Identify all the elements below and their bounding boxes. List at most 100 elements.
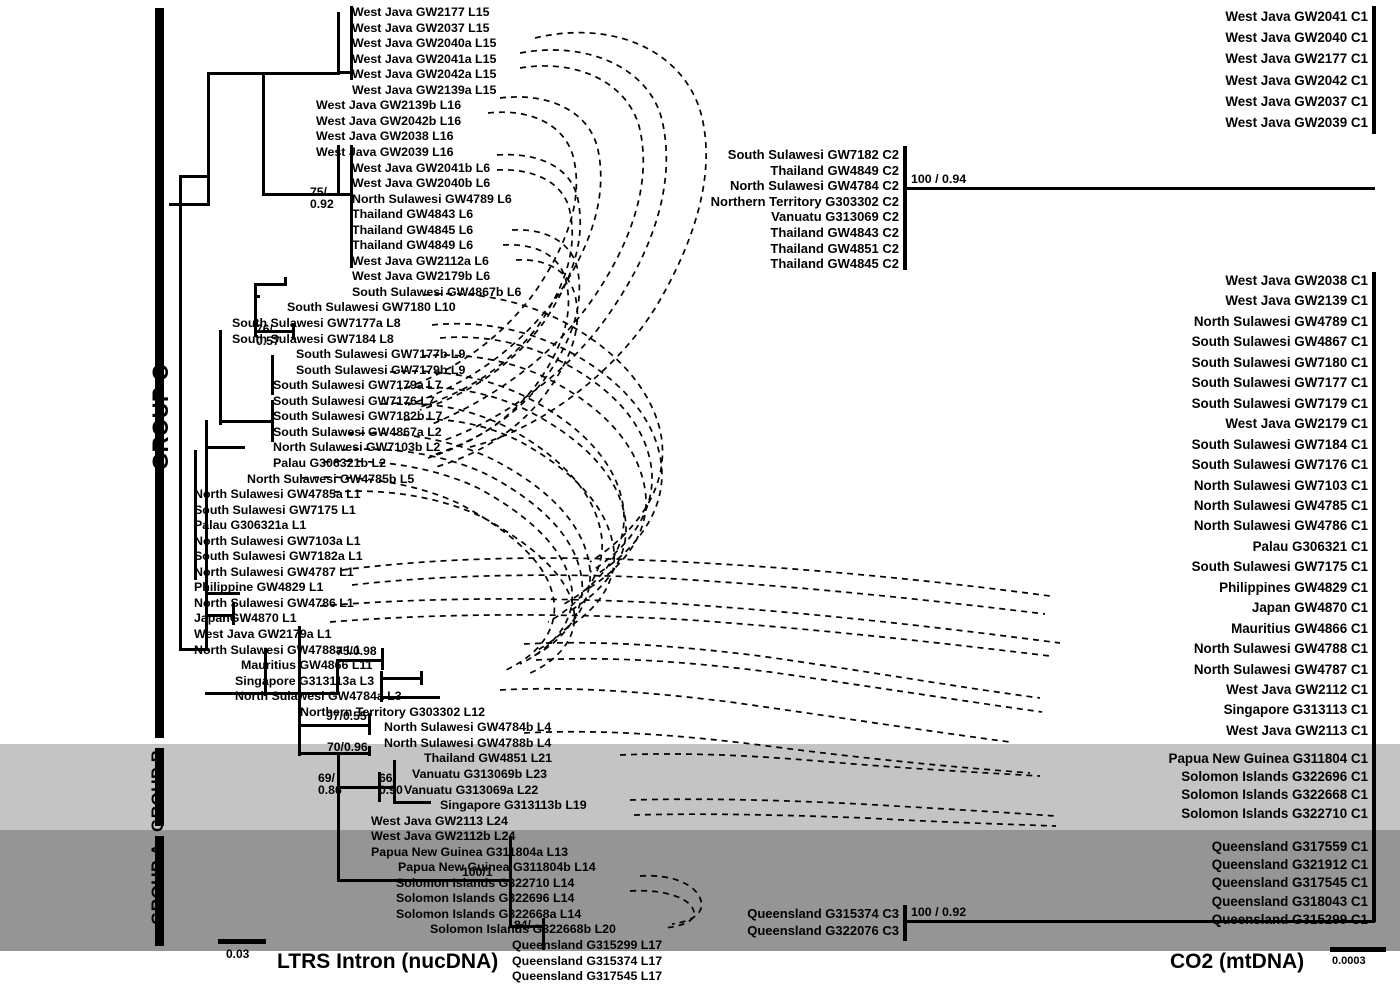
left-tip-label: North Sulawesi GW4784b L4	[384, 720, 552, 735]
support-line-1: 66/	[379, 771, 396, 785]
support-line-1: 100/1	[462, 865, 493, 879]
right-tip-label-c2: Thailand GW4843 C2	[770, 225, 899, 240]
left-tip-label: West Java GW2040a L15	[352, 36, 497, 51]
right-tip-label-c1: North Sulawesi GW7103 C1	[1193, 477, 1368, 493]
right-tip-label-c2: Northern Territory G303302 C2	[710, 193, 899, 209]
left-tip-label: South Sulawesi GW7182a L1	[194, 549, 363, 564]
right-tip-label-c1: Philippines GW4829 C1	[1219, 579, 1368, 595]
right-tip-label-c1: Japan GW4870 C1	[1251, 600, 1368, 616]
left-tip-label: West Java GW2040b L6	[352, 176, 491, 191]
right-tip-label-c1: Solomon Islands G322696 C1	[1181, 769, 1368, 785]
support-line-2: 0.90	[379, 783, 403, 798]
right-tip-label-c1: West Java GW2177 C1	[1225, 51, 1368, 67]
left-tip-label: North Sulawesi GW7103b L2	[273, 440, 441, 455]
left-tip-label: West Java GW2113 L24	[371, 813, 508, 828]
support-value: 69/0.86	[318, 772, 342, 797]
group-a-band	[0, 830, 1400, 951]
support-line-1: 76/	[256, 322, 273, 336]
left-tip-label: West Java GW2179a L1	[194, 627, 332, 641]
clade-bar-c1-top	[1372, 6, 1376, 134]
left-tip-label: Thailand GW4851 L21	[424, 751, 553, 766]
left-tip-label: North Sulawesi GW4789 L6	[352, 191, 512, 206]
right-tip-label-c1: West Java GW2039 C1	[1225, 115, 1368, 130]
right-tip-label-c2: Thailand GW4849 C2	[770, 162, 899, 178]
left-tip-label: West Java GW2039 L16	[316, 144, 454, 159]
right-tip-label-c1: North Sulawesi GW4787 C1	[1193, 661, 1368, 677]
left-tip-label: South Sulawesi GW7176 L7	[273, 393, 435, 408]
support-line-2: 0.57	[256, 334, 280, 349]
right-tip-label-c1: South Sulawesi GW7180 C1	[1191, 354, 1368, 370]
right-tip-label-c1: West Java GW2041 C1	[1225, 9, 1368, 24]
right-tip-label-c1: South Sulawesi GW7175 C1	[1191, 559, 1368, 575]
left-tip-label: Singapore G313113b L19	[440, 798, 587, 813]
right-tip-label-c1: Solomon Islands G322668 C1	[1181, 787, 1368, 803]
right-tip-label-c1: South Sulawesi GW7177 C1	[1191, 375, 1368, 391]
support-value-c2: 100 / 0.94	[911, 172, 967, 186]
left-tip-label: South Sulawesi GW4867a L2	[273, 424, 442, 439]
left-tip-label: Solomon Islands G322668b L20	[430, 922, 616, 937]
left-tip-label: Thailand GW4845 L6	[352, 222, 474, 237]
right-tip-label-c2: Thailand GW4851 C2	[770, 240, 899, 256]
left-tip-label: JapanGW4870 L1	[194, 611, 297, 626]
clade-bar-c2	[903, 146, 907, 270]
left-tip-label: West Java GW2041b L6	[352, 160, 491, 175]
group-bar-c	[155, 8, 164, 738]
left-tip-label: North Sulawesi GW4786 L1	[194, 595, 354, 610]
left-tip-label: South Sulawesi GW4867b L6	[352, 284, 522, 299]
left-tip-label: West Java GW2037 L15	[352, 20, 490, 35]
left-tip-label: North Sulawesi GW4788b L4	[384, 735, 552, 750]
left-tip-label: North Sulawesi GW4785a L1	[194, 487, 361, 502]
left-tip-label: Philippine GW4829 L1	[194, 580, 324, 595]
right-tip-label-c1: Mauritius GW4866 C1	[1231, 620, 1368, 636]
right-tip-label-c1: West Java GW2042 C1	[1225, 72, 1368, 88]
clade-bar-c3	[903, 905, 907, 941]
left-tip-label: Vanuatu G313069b L23	[412, 766, 547, 781]
right-tip-label-c2: Vanuatu G313069 C2	[771, 209, 899, 225]
right-tip-label-c2: Thailand GW4845 C2	[770, 256, 899, 272]
left-tip-label: Papua New Guinea G311804a L13	[371, 844, 568, 859]
left-scale-bar	[218, 939, 266, 944]
support-value: 75/0.92	[310, 186, 334, 211]
left-tip-label: Queensland G317545 L17	[512, 969, 663, 984]
right-gene-label: CO2 (mtDNA)	[1170, 950, 1305, 973]
right-tip-label-c1: North Sulawesi GW4788 C1	[1193, 641, 1368, 657]
left-tip-label: South Sulawesi GW7177a L8	[232, 316, 401, 330]
left-tip-label: Palau G306321a L1	[194, 518, 307, 533]
clade-bar-c1-main	[1372, 272, 1376, 922]
left-scale-label: 0.03	[226, 947, 250, 961]
right-tip-label-c1: Queensland G315299 C1	[1211, 911, 1368, 927]
right-tip-label-c1: South Sulawesi GW7176 C1	[1191, 457, 1368, 473]
left-tip-label: South Sulawesi GW7179a L7	[273, 378, 442, 393]
right-tip-label-c1: West Java GW2139 C1	[1225, 293, 1368, 309]
support-value: 66/0.90	[379, 772, 403, 797]
left-tip-label: South Sulawesi GW7179b L9	[296, 362, 466, 377]
support-value: 84/-	[514, 919, 535, 931]
right-tip-label-c2: North Sulawesi GW4784 C2	[729, 178, 899, 194]
left-tip-label: West Java GW2038 L16	[316, 129, 454, 144]
left-tip-label: Northern Territory G303302 L12	[300, 704, 486, 719]
right-tip-label-c1: West Java GW2038 C1	[1225, 273, 1368, 288]
left-tip-label: North Sulawesi GW4784a L3	[235, 689, 402, 704]
right-tip-label-c1: Solomon Islands G322710 C1	[1181, 805, 1368, 821]
left-tip-label: South Sulawesi GW7180 L10	[287, 300, 456, 315]
left-tip-label: North Sulawesi GW7103a L1	[194, 533, 361, 548]
clade-branch-c2	[903, 187, 1375, 190]
left-tip-label: Solomon Islands G322710 L14	[396, 875, 575, 890]
support-value-c3: 100 / 0.92	[911, 905, 967, 919]
left-tip-label: Thailand GW4849 L6	[352, 238, 474, 253]
support-value: 75/0.98	[336, 645, 377, 657]
left-gene-label: LTRS Intron (nucDNA)	[277, 950, 499, 973]
clade-branch-c3	[903, 920, 1375, 923]
right-tip-label-c1: North Sulawesi GW4789 C1	[1193, 313, 1368, 329]
left-tip-label: West Java GW2139a L15	[352, 82, 497, 97]
support-line-1: 97/0.55	[326, 709, 367, 723]
right-tip-label-c2: South Sulawesi GW7182 C2	[727, 147, 899, 162]
left-tip-label: Singapore G313113a L3	[235, 673, 375, 688]
support-line-2: 0.86	[318, 783, 342, 798]
right-tip-label-c1: West Java GW2112 C1	[1226, 682, 1368, 697]
left-tip-label: West Java GW2042a L15	[352, 67, 497, 82]
right-tip-label-c1: West Java GW2179 C1	[1225, 416, 1368, 432]
right-tip-label-c1: Queensland G321912 C1	[1211, 857, 1368, 873]
right-tip-label-c3: Queensland G322076 C3	[747, 923, 899, 938]
